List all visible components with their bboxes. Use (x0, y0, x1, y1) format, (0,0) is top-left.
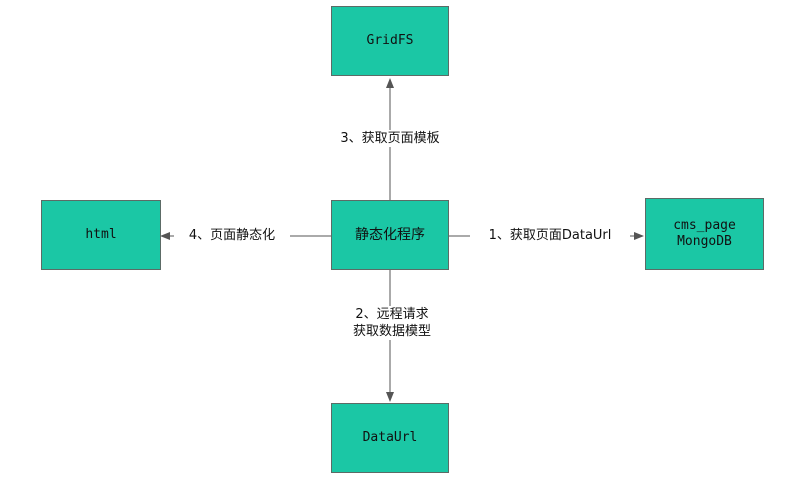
dataurl-label: DataUrl (362, 430, 418, 445)
edge-label-staticize: 4、页面静态化 (174, 227, 290, 244)
cms-page-node: cms_page MongoDB (645, 198, 764, 270)
mongodb-label: MongoDB (677, 234, 732, 249)
static-generator-label: 静态化程序 (355, 227, 425, 243)
static-generator-node: 静态化程序 (331, 200, 449, 270)
edge-label-remote-request-line1: 2、远程请求 (355, 307, 429, 322)
edge-label-remote-request-line2: 获取数据模型 (352, 324, 431, 339)
dataurl-node: DataUrl (331, 403, 449, 473)
html-node: html (41, 200, 161, 270)
edge-label-get-dataurl: 1、获取页面DataUrl (470, 227, 630, 244)
edge-label-remote-request: 2、远程请求 获取数据模型 (330, 306, 454, 340)
gridfs-label: GridFS (366, 33, 414, 48)
edge-label-get-template: 3、获取页面模板 (324, 130, 456, 147)
cms-page-label: cms_page (673, 218, 736, 233)
gridfs-node: GridFS (331, 6, 449, 76)
html-label: html (85, 227, 117, 242)
